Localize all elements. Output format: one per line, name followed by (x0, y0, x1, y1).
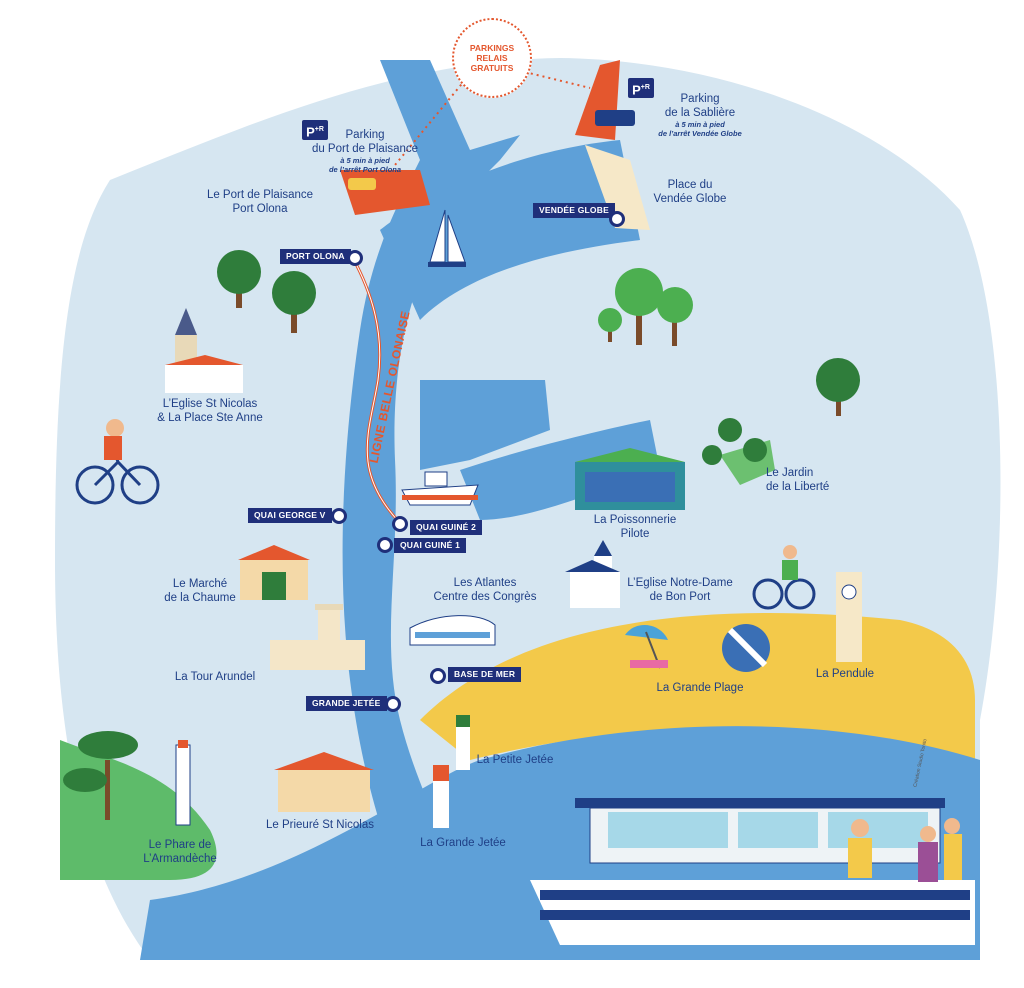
prieure-icon (274, 752, 374, 812)
label-atlantes-1: Les Atlantes (453, 577, 517, 589)
label-poissonnerie-2: Pilote (620, 528, 650, 540)
tree-icon (217, 250, 261, 308)
badge-line-2: RELAIS (476, 53, 508, 63)
label-place-vendee-2: Vendée Globe (653, 193, 727, 205)
poissonnerie-icon (575, 448, 685, 510)
place-vendee-area (585, 145, 650, 230)
label-eglise-nicolas-1: L’Eglise St Nicolas (162, 398, 258, 410)
label-port-plaisance-1: Le Port de Plaisance (206, 189, 314, 201)
eglise-notre-dame-icon (565, 540, 620, 608)
park-and-ride-icon: P+R (628, 78, 654, 98)
label-atlantes-2: Centre des Congrès (433, 591, 537, 603)
church-st-nicolas-icon (165, 308, 243, 393)
stop-base-de-mer-marker[interactable] (430, 668, 446, 684)
beach-ball-icon (722, 624, 770, 672)
stop-vendee-globe-marker[interactable] (609, 211, 625, 227)
marche-icon (238, 545, 310, 600)
label-place-vendee-1: Place du (667, 179, 713, 191)
parking-sabliere-note-1: à 5 min à pied (675, 120, 725, 129)
park-and-ride-icon: P+R (302, 120, 328, 140)
stop-quai-guine-2[interactable]: QUAI GUINÉ 2 (410, 520, 483, 535)
label-pendule: La Pendule (815, 668, 875, 680)
label-grande-jetee: La Grande Jetée (420, 837, 506, 849)
sailboat-icon (428, 209, 466, 267)
label-phare-2: L’Armandèche (143, 853, 217, 865)
stop-quai-guine-1-marker[interactable] (377, 537, 393, 553)
parking-plaisance-title-1: Parking (345, 129, 385, 141)
label-grande-plage: La Grande Plage (656, 682, 744, 694)
stop-port-olona-marker[interactable] (347, 250, 363, 266)
tree-icon (272, 271, 316, 333)
label-jardin-1: Le Jardin (766, 467, 814, 479)
label-marche-1: Le Marché (172, 578, 228, 590)
parking-plaisance-title-2: du Port de Plaisance (311, 143, 419, 155)
stop-port-olona[interactable]: PORT OLONA (280, 249, 351, 264)
tree-icon (615, 268, 663, 345)
label-eglise-nicolas-2: & La Place Ste Anne (157, 412, 263, 424)
tree-icon (816, 358, 860, 416)
label-jardin-2: de la Liberté (766, 481, 830, 493)
parking-sabliere-note-2: de l’arrêt Vendée Globe (658, 129, 742, 138)
label-eglise-notre-dame-2: de Bon Port (649, 591, 711, 603)
petite-jetee-lighthouse-icon (456, 715, 470, 770)
parkings-relais-badge: PARKINGS RELAIS GRATUITS (452, 18, 532, 98)
label-phare-1: Le Phare de (148, 839, 212, 851)
stop-base-de-mer[interactable]: BASE DE MER (448, 667, 522, 682)
cyclist-icon (75, 419, 160, 505)
stop-grande-jetee-marker[interactable] (385, 696, 401, 712)
cyclist-icon (752, 545, 816, 610)
stop-quai-george[interactable]: QUAI GEORGE V (248, 508, 332, 523)
tree-icon (657, 287, 693, 346)
pendule-icon (836, 572, 862, 662)
phare-armandeche-icon (175, 740, 191, 826)
badge-line-1: PARKINGS (469, 43, 515, 53)
pine-tree-icon (63, 731, 138, 820)
parking-sabliere-title-2: de la Sablière (664, 107, 736, 119)
stop-vendee-globe[interactable]: VENDÉE GLOBE (533, 203, 615, 218)
stop-quai-guine-2-marker[interactable] (392, 516, 408, 532)
parking-plaisance-note-1: à 5 min à pied (340, 156, 390, 165)
badge-connector (394, 71, 591, 166)
label-tour-arundel: La Tour Arundel (174, 671, 256, 683)
label-petite-jetee: La Petite Jetée (476, 754, 554, 766)
fishing-boat-icon (401, 471, 479, 506)
jardin-icon (702, 418, 775, 485)
inner-basin (420, 380, 550, 470)
label-marche-2: de la Chaume (164, 592, 236, 604)
tree-icon (598, 308, 622, 342)
grande-jetee-lighthouse-icon (433, 765, 449, 828)
stop-quai-guine-1[interactable]: QUAI GUINÉ 1 (394, 538, 467, 553)
label-eglise-notre-dame-1: L’Eglise Notre-Dame (627, 577, 733, 589)
atlantes-icon (409, 615, 496, 646)
tour-arundel-icon (270, 604, 365, 670)
label-prieure: Le Prieuré St Nicolas (265, 819, 375, 831)
channel (342, 60, 520, 900)
stop-grande-jetee[interactable]: GRANDE JETÉE (306, 696, 387, 711)
label-poissonnerie-1: La Poissonnerie (593, 514, 677, 526)
stop-quai-george-marker[interactable] (331, 508, 347, 524)
parking-sabliere-title-1: Parking (680, 93, 720, 105)
parking-plaisance-note-2: de l’arrêt Port Olona (328, 165, 402, 174)
shuttle-boat-icon (530, 798, 975, 945)
harbour-basin (380, 140, 640, 320)
umbrella-icon (625, 624, 668, 669)
car-icon (348, 178, 376, 190)
east-basin (460, 420, 660, 520)
label-port-plaisance-2: Port Olona (232, 203, 288, 215)
car-icon (595, 110, 635, 126)
badge-line-3: GRATUITS (470, 63, 514, 73)
